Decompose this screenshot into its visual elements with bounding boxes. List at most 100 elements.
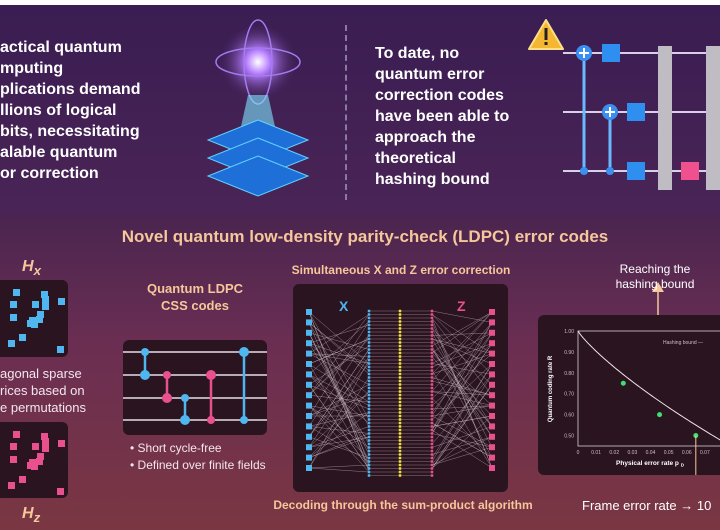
graph-edge: [431, 436, 493, 455]
graph-node: [430, 386, 434, 390]
x-tick-label: 0.01: [591, 450, 601, 456]
graph-node: [430, 344, 434, 348]
y-tick-label: 1.00: [564, 329, 574, 335]
text-line: have been able to: [375, 108, 510, 125]
graph-node: [430, 421, 434, 425]
graph-node: [489, 371, 495, 378]
graph-edge: [431, 332, 493, 434]
graph-edge: [431, 446, 493, 466]
matrix-entry: [57, 346, 65, 354]
text-line: llions of logical: [0, 102, 117, 119]
y-axis-label: Quantum coding rate R: [548, 355, 554, 422]
graph-node: [306, 309, 312, 315]
graph-edge: [431, 314, 493, 375]
graph-node: [430, 351, 434, 355]
graph-node: [367, 327, 371, 330]
graph-node: [367, 418, 371, 421]
matrix-entry: [31, 442, 39, 450]
text-line: To date, no: [375, 45, 460, 62]
graph-node: [489, 454, 495, 461]
matrix-entry: [35, 316, 43, 324]
matrix-entry: [37, 311, 45, 319]
graph-edge: [431, 391, 493, 406]
graph-edge: [308, 332, 370, 350]
text-line: Quantum LDPC: [146, 281, 244, 296]
graph-node: [398, 414, 402, 418]
graph-node: [430, 372, 434, 376]
graph-node: [306, 340, 312, 347]
y-tick-label: 0.60: [564, 413, 574, 419]
matrix-entry: [58, 439, 66, 447]
graph-node: [367, 358, 371, 362]
graph-node: [306, 350, 312, 357]
x-axis-label: Physical error rate p D: [616, 460, 685, 468]
graph-node: [398, 467, 402, 470]
graph-node: [489, 381, 495, 388]
graph-edge: [308, 377, 370, 469]
graph-edge: [431, 415, 493, 448]
graph-node: [306, 381, 312, 388]
hz-letter: H: [22, 505, 34, 522]
text-line: actical quantum: [0, 39, 122, 56]
graph-node: [430, 404, 434, 407]
graph-node: [430, 428, 434, 432]
y-tick-label: 0.80: [564, 371, 574, 377]
bullet-item: • Short cycle-free: [130, 441, 222, 455]
graph-edge: [431, 356, 493, 427]
graph-edge: [431, 415, 493, 469]
graph-node: [398, 442, 402, 446]
matrix-entry: [27, 320, 35, 328]
ldpc-circuit: [123, 340, 267, 435]
graph-edge: [308, 338, 370, 365]
text-line: theoretical: [375, 150, 456, 167]
graph-node: [430, 453, 434, 456]
x-tick-label: 0.07: [700, 450, 710, 456]
graph-node: [398, 348, 402, 351]
graph-node: [367, 432, 371, 435]
graph-edge: [308, 405, 370, 473]
graph-node: [367, 330, 371, 334]
graph-node: [367, 309, 371, 313]
graph-node: [430, 348, 434, 351]
graph-node: [367, 386, 371, 390]
text-line: bits, necessitating: [0, 123, 140, 140]
graph-node: [367, 320, 371, 323]
graph-edge: [431, 345, 493, 458]
graph-node: [398, 341, 402, 344]
graph-edge: [308, 356, 370, 448]
graph-edge: [431, 353, 493, 375]
matrix-entry: [13, 431, 21, 439]
graph-node: [367, 334, 371, 337]
graph-node: [430, 407, 434, 411]
graph-node: [398, 400, 402, 404]
graph-node: [367, 341, 371, 344]
hx-matrix: [0, 280, 68, 357]
graph-edge: [308, 405, 370, 459]
graph-node: [367, 344, 371, 348]
graph-node: [430, 435, 434, 439]
matrix-entry: [41, 437, 49, 445]
graph-node: [367, 463, 371, 467]
y-tick-label: 0.70: [564, 392, 574, 398]
graph-node: [430, 330, 434, 334]
graph-edge: [431, 321, 493, 469]
decoder-header: Simultaneous X and Z error correction: [291, 263, 511, 277]
reaching-label: Reaching the hashing bound: [600, 262, 710, 292]
graph-edge: [308, 322, 370, 427]
graph-node: [398, 411, 402, 414]
graph-edge: [431, 338, 493, 354]
hx-subscript: x: [33, 263, 41, 279]
divider: [345, 25, 347, 200]
graph-edge: [308, 314, 370, 396]
graph-node: [398, 463, 402, 467]
graph-edge: [431, 322, 493, 431]
text-line: quantum error: [375, 66, 485, 83]
bullet-text: Defined over finite fields: [137, 458, 266, 472]
matrix-entry: [19, 476, 27, 484]
graph-node: [430, 320, 434, 323]
graph-node: [430, 362, 434, 365]
graph-node: [367, 404, 371, 407]
text-line: correction codes: [375, 87, 504, 104]
graph-node: [367, 369, 371, 372]
graph-edge: [308, 384, 370, 410]
